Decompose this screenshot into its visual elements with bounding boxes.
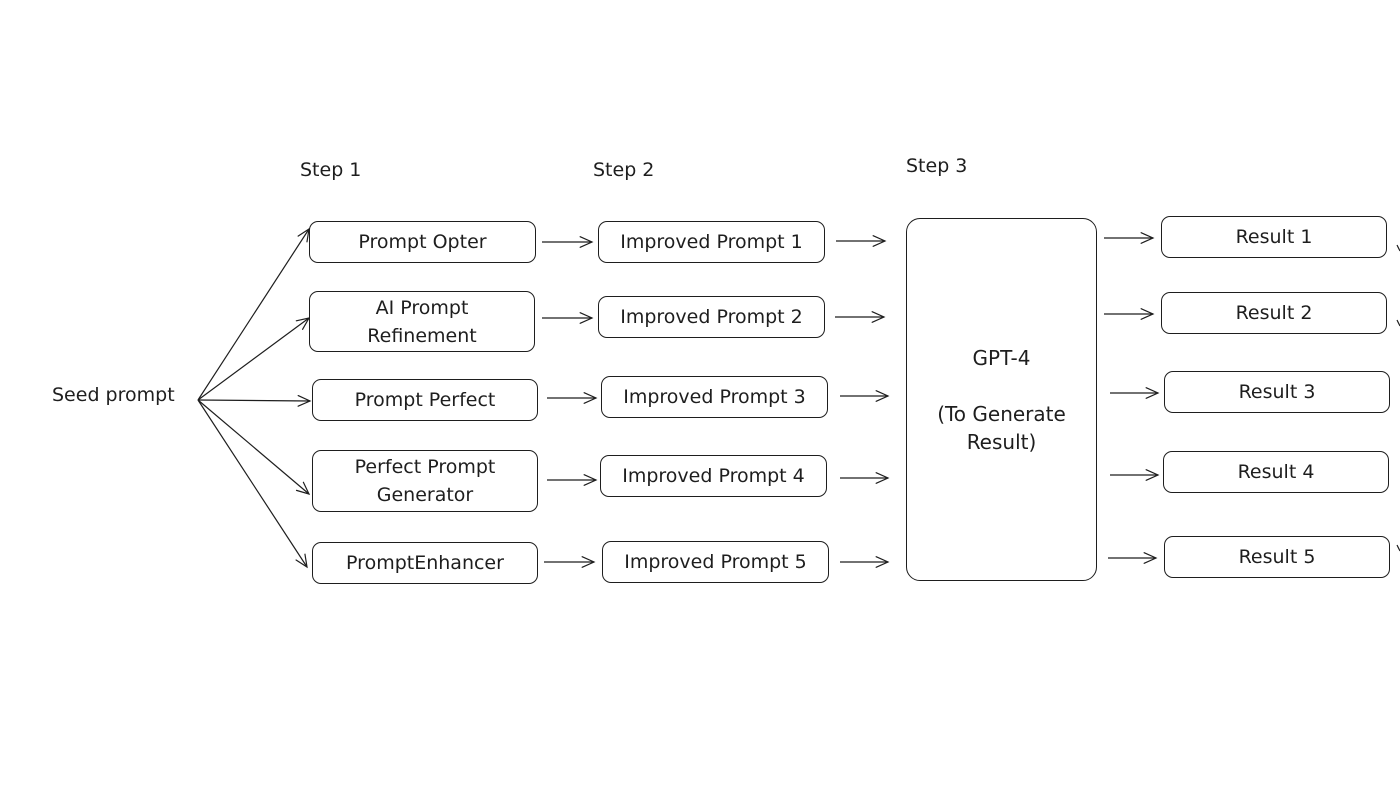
arrow-gpt4-to-result-2: [1104, 308, 1155, 320]
arrow-seed-to-tool-4: [197, 399, 311, 495]
result-5-box: Result 5: [1164, 536, 1390, 578]
tool-box-prompt-opter: Prompt Opter: [309, 221, 536, 263]
gpt4-description: (To Generate Result): [937, 401, 1066, 454]
arrow-seed-to-tool-2: [197, 317, 311, 401]
arrow-gpt4-to-result-3: [1110, 387, 1160, 399]
arrow-tool-4-to-improved-4: [547, 474, 598, 486]
improved-prompt-3-box: Improved Prompt 3: [601, 376, 828, 418]
result-1-box: Result 1: [1161, 216, 1387, 258]
gpt4-box: GPT-4 (To Generate Result): [906, 218, 1097, 581]
arrow-gpt4-to-result-1: [1104, 232, 1155, 244]
arrow-tool-1-to-improved-1: [542, 236, 594, 248]
arrow-gpt4-to-result-5: [1108, 552, 1158, 564]
result-4-box: Result 4: [1163, 451, 1389, 493]
arrow-tool-3-to-improved-3: [547, 392, 598, 404]
arrow-seed-to-tool-3: [197, 394, 312, 407]
result-2-box: Result 2: [1161, 292, 1387, 334]
arrow-improved-5-to-gpt4: [840, 556, 890, 568]
result-3-box: Result 3: [1164, 371, 1390, 413]
arrow-improved-3-to-gpt4: [840, 390, 890, 402]
arrow-gpt4-to-result-4: [1110, 469, 1160, 481]
tool-box-ai-prompt-refinement: AI Prompt Refinement: [309, 291, 535, 352]
seed-prompt-label: Seed prompt: [52, 384, 175, 406]
arrow-improved-2-to-gpt4: [835, 311, 886, 323]
tool-box-prompt-perfect: Prompt Perfect: [312, 379, 538, 421]
arrow-seed-to-tool-5: [197, 399, 308, 569]
improved-prompt-5-box: Improved Prompt 5: [602, 541, 829, 583]
arrow-improved-4-to-gpt4: [840, 472, 890, 484]
improved-prompt-2-box: Improved Prompt 2: [598, 296, 825, 338]
step-2-heading: Step 2: [593, 159, 655, 181]
tool-box-perfect-prompt-generator: Perfect Prompt Generator: [312, 450, 538, 512]
arrow-improved-1-to-gpt4: [836, 235, 887, 247]
tool-box-promptenhancer: PromptEnhancer: [312, 542, 538, 584]
improved-prompt-1-box: Improved Prompt 1: [598, 221, 825, 263]
arrow-tool-5-to-improved-5: [544, 556, 596, 568]
arrow-tool-2-to-improved-2: [542, 312, 594, 324]
gpt4-name: GPT-4: [972, 345, 1031, 370]
improved-prompt-4-box: Improved Prompt 4: [600, 455, 827, 497]
arrow-seed-to-tool-1: [197, 227, 310, 401]
step-3-heading: Step 3: [906, 155, 968, 177]
step-1-heading: Step 1: [300, 159, 362, 181]
